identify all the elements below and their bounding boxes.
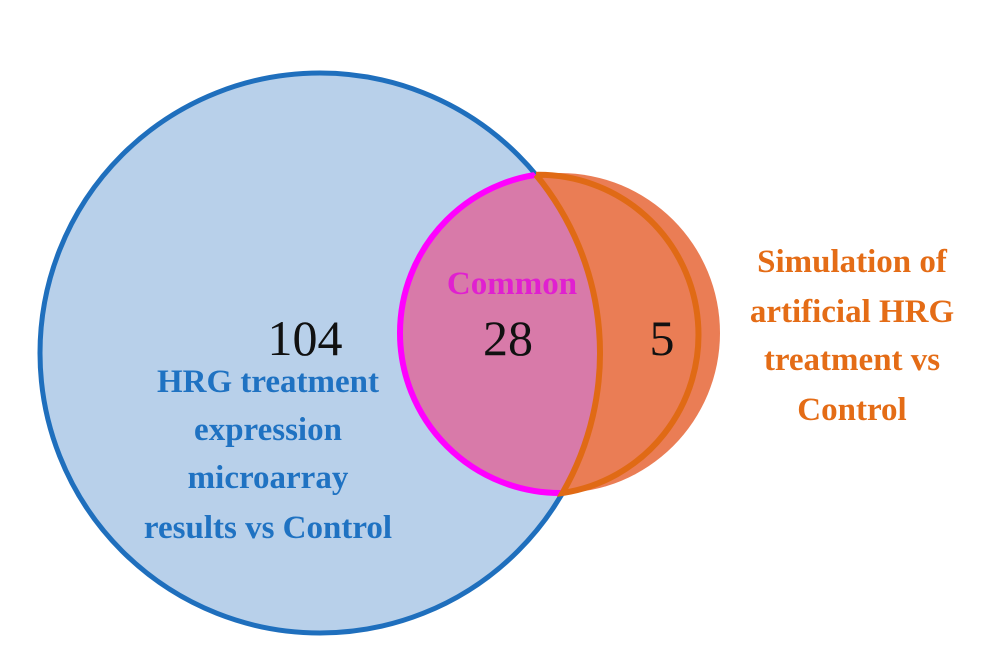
intersection-region [400,173,600,493]
set-label-microarray-line-3: microarray [188,460,349,496]
set-label-simulation-line-4: Control [797,392,906,428]
set-label-microarray-line-1: HRG treatment [157,364,379,400]
intersection-region-group [400,173,600,493]
set-label-simulation-line-3: treatment vs [764,342,940,378]
count-common: 28 [483,310,533,366]
count-microarray-only: 104 [268,310,343,366]
intersection-label: Common [447,266,577,302]
set-label-microarray-line-4: results vs Control [144,510,392,546]
set-label-simulation: Simulation of artificial HRG treatment v… [750,244,954,428]
set-label-microarray-line-2: expression [194,412,342,448]
simulation-outline [533,171,702,497]
set-label-microarray: HRG treatment expression microarray resu… [144,364,392,546]
set-label-simulation-line-2: artificial HRG [750,294,954,330]
set-label-simulation-line-1: Simulation of [757,244,948,280]
count-simulation-only: 5 [650,310,675,366]
